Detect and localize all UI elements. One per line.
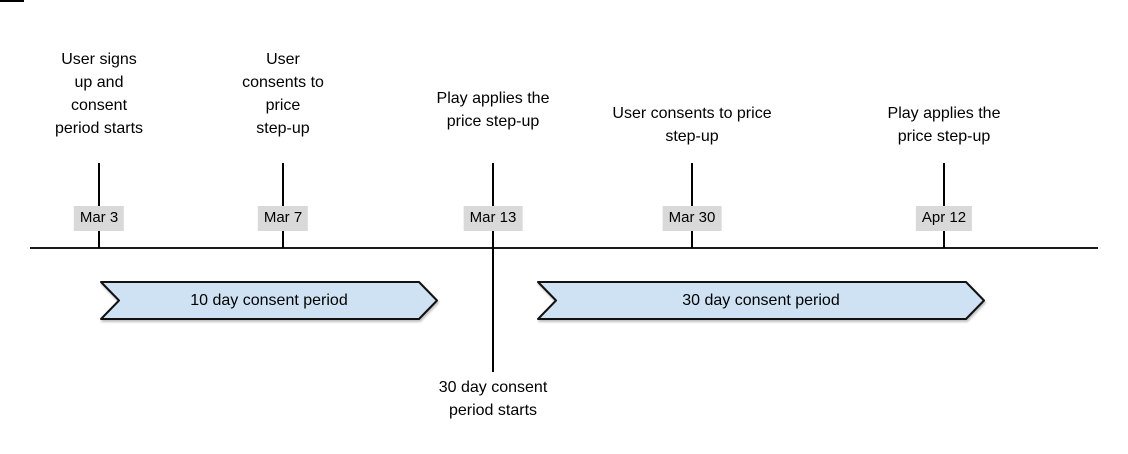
event-label: User consents to price step-up <box>612 105 772 145</box>
event-tick <box>282 163 284 248</box>
consent-period-banner-10day: 10 day consent period <box>100 281 438 320</box>
arrow-banner-shape <box>537 281 985 320</box>
consent-period-banner-30day: 30 day consent period <box>537 281 985 320</box>
event-date-chip: Mar 3 <box>73 206 125 231</box>
arrow-banner-shape <box>100 281 438 320</box>
event-date-chip: Mar 30 <box>662 206 722 231</box>
event-label: Play applies the price step-up <box>887 105 1001 145</box>
timeline-axis <box>30 247 1098 249</box>
event-date-chip: Apr 12 <box>915 206 973 231</box>
event-tick <box>98 163 100 248</box>
consent-period-label: 30 day consent period <box>682 291 840 309</box>
event-label: User consents to price step-up <box>242 51 324 137</box>
top-border-artifact <box>0 0 24 2</box>
event-note: 30 day consent period starts <box>438 379 548 419</box>
event-tick <box>492 163 494 372</box>
event-label: User signs up and consent period starts <box>54 51 144 137</box>
event-date-chip: Mar 13 <box>463 206 523 231</box>
event-tick <box>943 163 945 248</box>
consent-period-label: 10 day consent period <box>190 291 348 309</box>
event-label: Play applies the price step-up <box>436 90 550 130</box>
event-tick <box>691 163 693 248</box>
event-date-chip: Mar 7 <box>257 206 309 231</box>
